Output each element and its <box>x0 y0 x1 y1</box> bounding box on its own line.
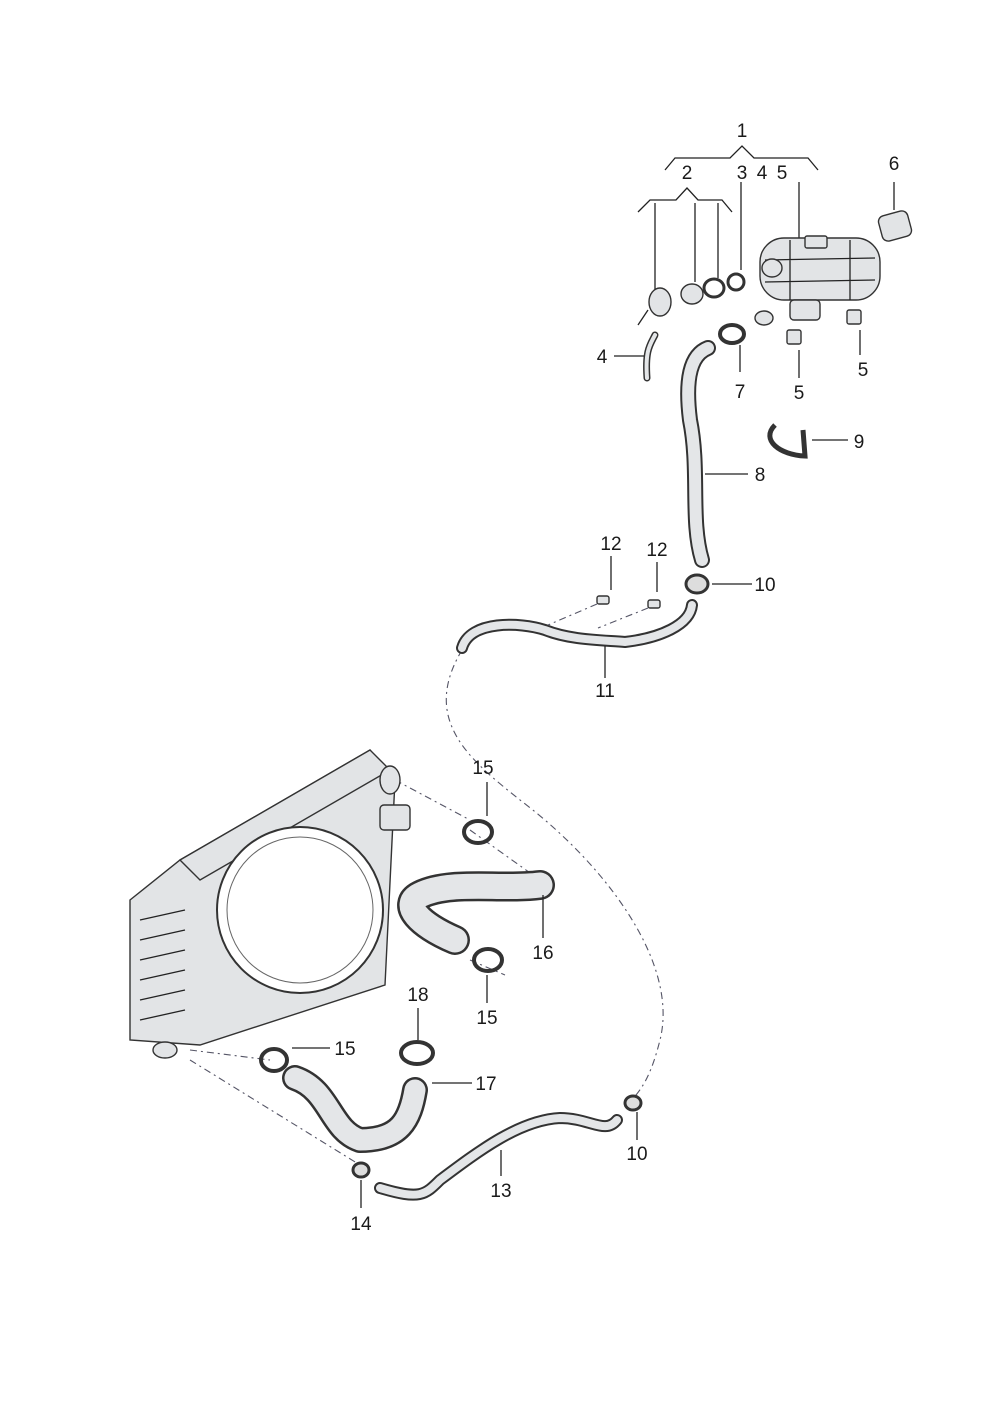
callout-8: 8 <box>755 465 766 486</box>
callout-13: 13 <box>490 1181 511 1202</box>
callout-10: 10 <box>754 575 775 596</box>
callout-12: 12 <box>600 534 621 555</box>
bracket-1 <box>664 145 819 240</box>
callout-11: 11 <box>595 681 615 702</box>
expansion-tank <box>754 235 881 326</box>
callout-17: 17 <box>475 1074 496 1095</box>
clamp-15-middle <box>472 947 504 1003</box>
radiator-with-fan-shroud <box>129 749 411 1059</box>
clamp-10-top <box>684 573 752 595</box>
clip-5-parts <box>786 309 862 378</box>
callout-2: 2 <box>682 163 693 184</box>
callout-4: 4 <box>757 163 768 184</box>
bolts-12 <box>547 556 661 629</box>
clamp-15-upper <box>462 782 494 845</box>
callout-5: 5 <box>794 383 805 404</box>
assembly-dashed-line <box>189 1049 361 1166</box>
callout-18: 18 <box>407 985 428 1006</box>
callout-12: 12 <box>646 540 667 561</box>
callout-10: 10 <box>626 1144 647 1165</box>
callout-4: 4 <box>597 347 608 368</box>
connector-parts <box>637 272 746 326</box>
clamp-18 <box>399 1008 435 1066</box>
clamp-7 <box>718 323 746 372</box>
assembly-dashed-line <box>445 649 664 1101</box>
callout-15: 15 <box>476 1008 497 1029</box>
callout-15: 15 <box>334 1039 355 1060</box>
callout-9: 9 <box>854 432 865 453</box>
clamp-15-lower <box>259 1047 330 1073</box>
clamp-10-bottom <box>623 1094 643 1140</box>
bracket-2 <box>637 182 742 290</box>
callout-5: 5 <box>858 360 869 381</box>
callout-1: 1 <box>737 121 748 142</box>
strap-9 <box>767 423 808 459</box>
callout-16: 16 <box>532 943 553 964</box>
callout-15: 15 <box>472 758 493 779</box>
callout-5: 5 <box>777 163 788 184</box>
cap-6 <box>877 182 913 242</box>
clamp-14 <box>351 1161 371 1208</box>
callout-7: 7 <box>735 382 746 403</box>
callout-14: 14 <box>350 1214 372 1235</box>
callout-3: 3 <box>737 163 748 184</box>
callout-6: 6 <box>889 154 900 175</box>
